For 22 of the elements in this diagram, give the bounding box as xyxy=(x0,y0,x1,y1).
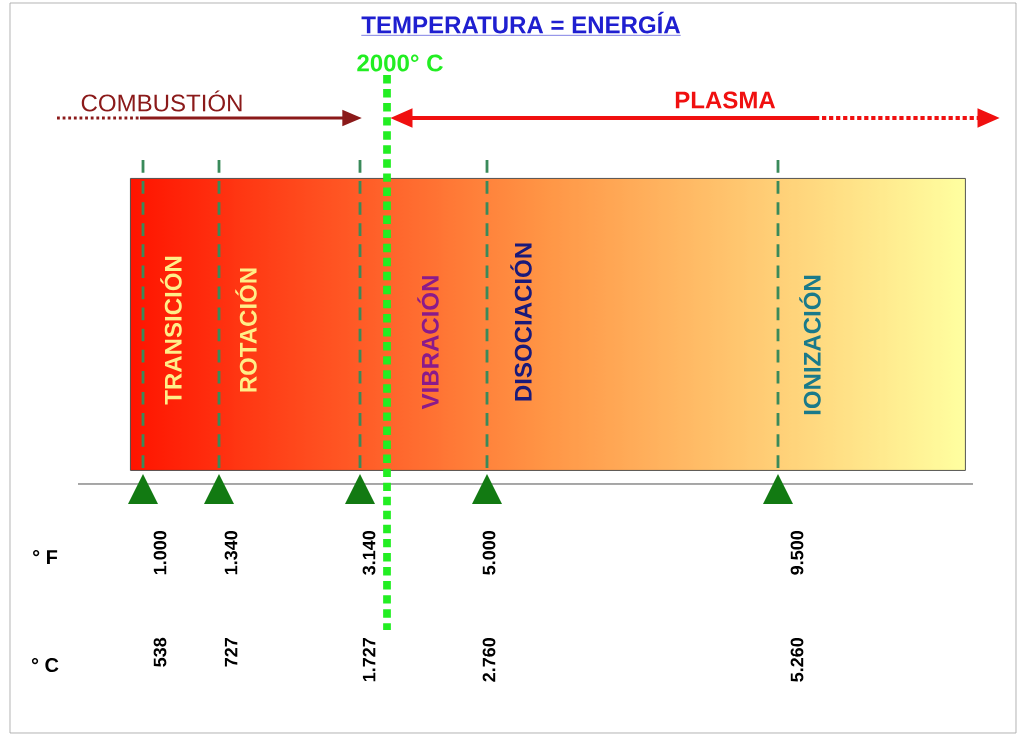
scale-value: 1.727 xyxy=(362,638,376,682)
scale-value: 9.500 xyxy=(790,531,804,575)
phase-label: TRANSICIÓN xyxy=(160,256,182,405)
scale-value: 538 xyxy=(153,637,167,667)
phase-label: ROTACIÓN xyxy=(235,268,257,392)
unit-label: ° C xyxy=(31,657,59,673)
scale-value: 2.760 xyxy=(482,638,496,682)
range-label: PLASMA xyxy=(675,91,776,109)
scale-value: 5.000 xyxy=(482,531,496,575)
scale-value: 727 xyxy=(224,638,238,667)
range-label: COMBUSTIÓN xyxy=(81,90,242,112)
scale-value: 1.340 xyxy=(224,531,238,575)
title: TEMPERATURA = ENERGÍA xyxy=(361,11,681,36)
scale-value: 3.140 xyxy=(362,531,376,575)
phase-label: DISOCIACIÓN xyxy=(510,243,532,401)
scale-value: 1.000 xyxy=(153,531,167,575)
scale-value: 5.260 xyxy=(790,638,804,682)
temperature-label: 2000° C xyxy=(357,54,443,72)
phase-label: IONIZACIÓN xyxy=(799,275,821,415)
phase-label: VIBRACIÓN xyxy=(417,276,439,410)
temperature-band xyxy=(130,178,966,471)
unit-label: ° F xyxy=(33,550,58,564)
